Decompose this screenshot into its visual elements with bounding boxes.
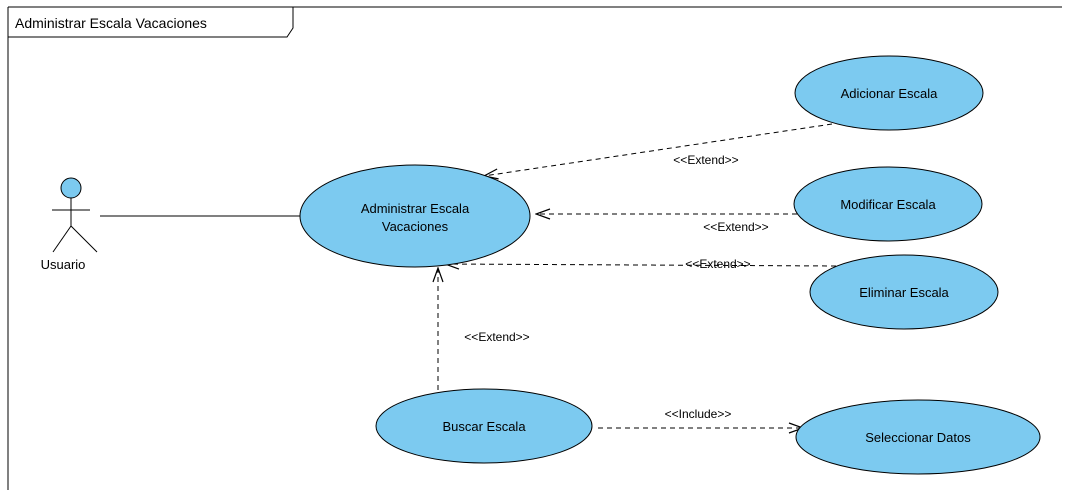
extend-buscar-label: <<Extend>> <box>464 330 529 344</box>
actor-label: Usuario <box>41 257 86 272</box>
usecase-buscar[interactable]: Buscar Escala <box>375 388 593 464</box>
usecase-adicionar[interactable]: Adicionar Escala <box>794 55 984 131</box>
usecase-seleccionar[interactable]: Seleccionar Datos <box>795 399 1041 475</box>
extend-adicionar-line <box>484 123 833 176</box>
extend-adicionar-label: <<Extend>> <box>673 153 738 167</box>
actor-left-leg <box>52 225 72 253</box>
diagram-frame: Administrar Escala Vacaciones <box>7 6 1062 490</box>
usecase-administrar-label-line2: Vacaciones <box>382 219 449 234</box>
usecase-modificar-label: Modificar Escala <box>840 197 936 212</box>
actor-right-leg <box>70 225 98 253</box>
usecase-eliminar[interactable]: Eliminar Escala <box>809 254 999 330</box>
extend-eliminar-line <box>445 264 837 266</box>
usecase-administrar[interactable]: Administrar Escala Vacaciones <box>299 164 531 268</box>
extend-eliminar-label: <<Extend>> <box>685 257 750 271</box>
frame-title: Administrar Escala Vacaciones <box>15 15 207 31</box>
actor-head <box>60 177 82 199</box>
usecase-administrar-label-line1: Administrar Escala <box>361 201 470 216</box>
usecase-seleccionar-label: Seleccionar Datos <box>865 430 971 445</box>
usecase-buscar-label: Buscar Escala <box>442 419 526 434</box>
extend-modificar-label: <<Extend>> <box>703 220 768 234</box>
actor-usuario[interactable]: Usuario <box>41 177 98 272</box>
usecase-adicionar-label: Adicionar Escala <box>841 86 939 101</box>
include-seleccionar-label: <<Include>> <box>665 407 732 421</box>
usecase-eliminar-label: Eliminar Escala <box>859 285 949 300</box>
usecase-modificar[interactable]: Modificar Escala <box>793 166 983 242</box>
